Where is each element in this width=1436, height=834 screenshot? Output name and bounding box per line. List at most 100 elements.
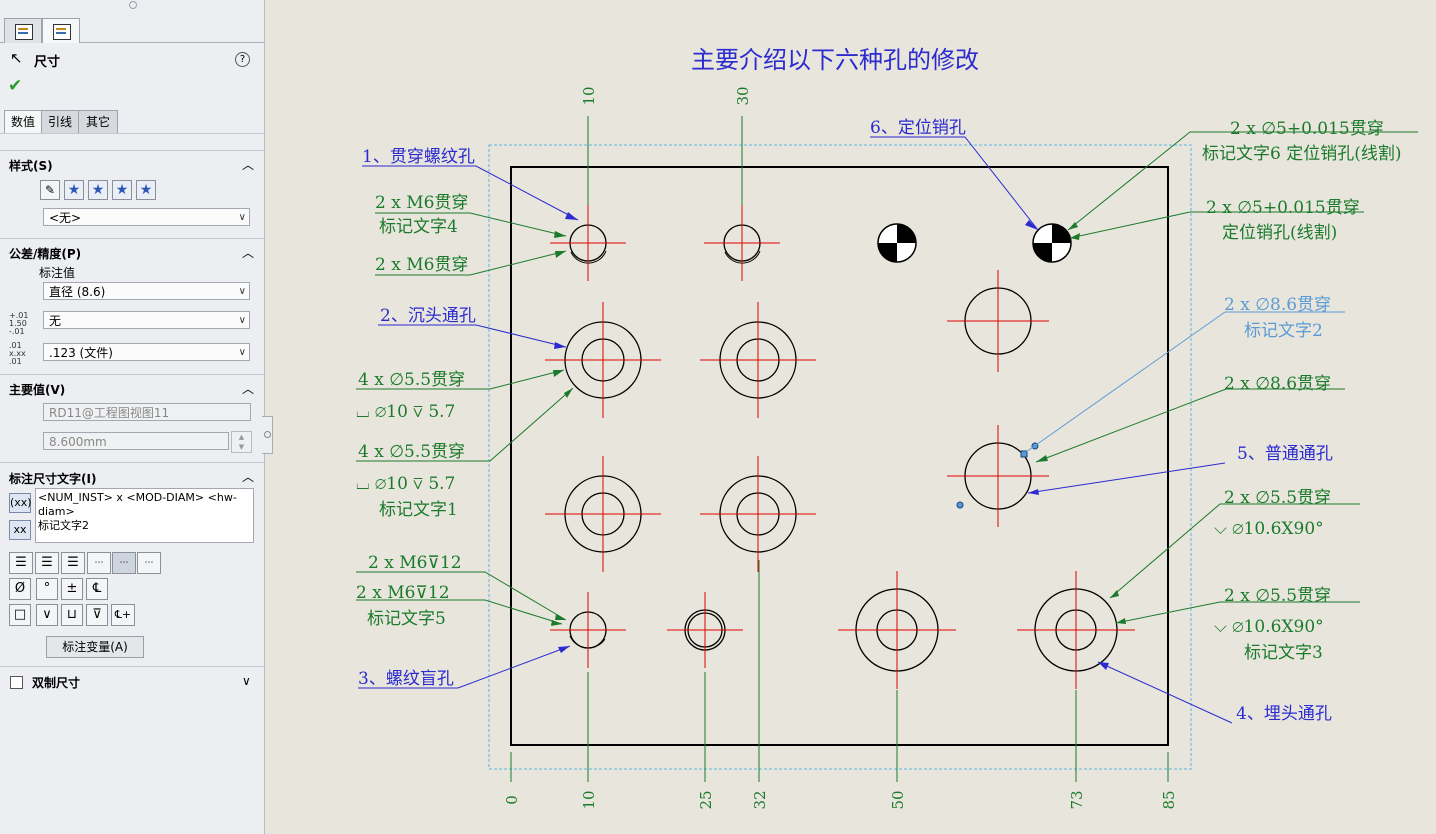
square-symbol-button[interactable]: □	[9, 604, 31, 626]
ordinate-label[interactable]: 73	[1068, 790, 1086, 809]
hole-note[interactable]: 标记文字5	[367, 609, 446, 629]
style-section-title[interactable]: 样式(S)	[9, 159, 53, 173]
selected-leader[interactable]	[1025, 311, 1345, 453]
hole-note[interactable]: 2 x ∅5.5贯穿	[1224, 586, 1331, 606]
divider	[0, 666, 264, 667]
divider	[0, 462, 264, 463]
chevron-down-icon[interactable]: ∨	[242, 674, 251, 688]
reference-field-value: RD11@工程图视图11	[49, 406, 170, 420]
selected-hole-note[interactable]: 标记文字2	[1244, 321, 1323, 341]
hole-note[interactable]: 2 x M6贯穿	[375, 255, 468, 275]
ordinate-label[interactable]: 30	[734, 86, 752, 105]
tab-feature-manager[interactable]	[4, 18, 42, 43]
help-icon[interactable]: ?	[235, 52, 250, 67]
hole-note[interactable]: 2 x M6贯穿	[375, 193, 468, 213]
hole-note[interactable]: 标记文字3	[1244, 643, 1323, 663]
ordinate-label[interactable]: 0	[503, 795, 521, 805]
hole-note[interactable]: 标记文字1	[379, 500, 458, 520]
ordinate-label[interactable]: 32	[751, 790, 769, 809]
dowel-pin-symbol[interactable]	[1032, 223, 1072, 263]
hole-note[interactable]: 2 x M6⊽12	[368, 553, 462, 573]
tolerance-section-title[interactable]: 公差/精度(P)	[9, 247, 82, 261]
view-boundary	[488, 144, 1192, 770]
selected-hole-note[interactable]: 2 x ∅8.6贯穿	[1224, 295, 1331, 315]
dowel-pin-symbol[interactable]	[877, 223, 917, 263]
dual-dimension-checkbox[interactable]	[10, 676, 23, 689]
dual-dimension-label: 双制尺寸	[32, 676, 81, 690]
diameter-symbol-button[interactable]: Ø	[9, 578, 31, 600]
align-center-icon[interactable]: ☰	[35, 552, 59, 574]
ok-check-icon[interactable]: ✔	[8, 76, 23, 96]
counterbore-symbol-button[interactable]: ⊔	[61, 604, 83, 626]
hole-note[interactable]: 定位销孔(线割)	[1222, 223, 1337, 243]
callout-dowel-pin[interactable]: 6、定位销孔	[870, 118, 966, 138]
hole-note[interactable]: 标记文字4	[379, 217, 458, 237]
tab-property-manager[interactable]	[42, 18, 80, 43]
panel-collapse-handle[interactable]	[262, 416, 273, 454]
depth-symbol-button[interactable]: ⊽	[86, 604, 108, 626]
hole-note[interactable]: 4 x ∅5.5贯穿	[358, 370, 465, 390]
load-style-icon[interactable]	[136, 180, 156, 200]
ordinate-label[interactable]: 50	[889, 790, 907, 809]
chevron-up-icon[interactable]: ︿	[242, 382, 255, 396]
hole-note[interactable]: ⌵ ∅10.6X90°	[1214, 519, 1324, 539]
save-style-icon[interactable]	[112, 180, 132, 200]
hole-note[interactable]: ⌵ ∅10.6X90°	[1214, 617, 1324, 637]
chevron-up-icon[interactable]: ︿	[242, 246, 255, 260]
add-parentheses-icon[interactable]: (xx)	[9, 493, 32, 513]
chevron-up-icon[interactable]: ︿	[242, 470, 255, 484]
ordinate-label[interactable]: 85	[1160, 790, 1178, 809]
hole-note[interactable]: 2 x ∅5+0.015贯穿	[1206, 198, 1360, 218]
dimension-text-input[interactable]: <NUM_INST> x <MOD-DIAM> <hw-diam> 标记文字2	[35, 488, 254, 543]
dimension-text-section-title[interactable]: 标注尺寸文字(I)	[9, 472, 97, 486]
callout-counterbore[interactable]: 2、沉头通孔	[380, 306, 476, 326]
primary-value-section-title[interactable]: 主要值(V)	[9, 383, 66, 397]
ordinate-label[interactable]: 25	[697, 790, 715, 809]
precision-dropdown[interactable]: .123 (文件)∨	[43, 343, 250, 361]
justify-bottom-icon[interactable]: ⋯	[137, 552, 161, 574]
delete-style-icon[interactable]	[88, 180, 108, 200]
add-style-icon[interactable]	[64, 180, 84, 200]
plus-minus-symbol-button[interactable]: ±	[61, 578, 83, 600]
chevron-up-icon[interactable]: ︿	[242, 158, 255, 172]
ordinate-label[interactable]: 10	[580, 86, 598, 105]
justify-top-icon[interactable]: ⋯	[87, 552, 111, 574]
callout-blind-thread[interactable]: 3、螺纹盲孔	[358, 669, 454, 689]
tolerance-dropdown[interactable]: 无∨	[43, 311, 250, 329]
tolerance-type-dropdown[interactable]: 直径 (8.6)∨	[43, 282, 250, 300]
callout-countersink[interactable]: 4、埋头通孔	[1236, 704, 1332, 724]
callout-thread-through[interactable]: 1、贯穿螺纹孔	[362, 147, 475, 167]
dimension-variables-button[interactable]: 标注变量(A)	[46, 636, 144, 658]
hole-note[interactable]: ⌴ ∅10 ⊽ 5.7	[356, 402, 455, 422]
center-marks	[545, 205, 1135, 689]
hole-note[interactable]: 4 x ∅5.5贯穿	[358, 442, 465, 462]
selection-handle[interactable]	[956, 501, 964, 509]
hole-note[interactable]: 2 x ∅5.5贯穿	[1224, 488, 1331, 508]
centerline-symbol-button[interactable]: ℄	[86, 578, 108, 600]
tab-value[interactable]: 数值	[4, 110, 42, 134]
hole-note[interactable]: ⌴ ∅10 ⊽ 5.7	[356, 474, 455, 494]
hole-note[interactable]: 2 x ∅5+0.015贯穿	[1230, 119, 1384, 139]
hole-note[interactable]: 标记文字6 定位销孔(线割)	[1202, 144, 1401, 164]
tab-leaders[interactable]: 引线	[41, 110, 79, 134]
panel-grip-icon[interactable]	[129, 1, 137, 9]
justify-middle-icon[interactable]: ⋯	[112, 552, 136, 574]
hole-note[interactable]: 2 x M6⊽12	[356, 583, 450, 603]
plate-outline[interactable]	[510, 166, 1169, 746]
inspection-dimension-icon[interactable]: xx	[9, 520, 31, 540]
tab-other[interactable]: 其它	[78, 110, 118, 134]
style-dropdown[interactable]: <无>∨	[43, 208, 250, 226]
hole-note[interactable]: 2 x ∅8.6贯穿	[1224, 374, 1331, 394]
selection-handle[interactable]	[1020, 450, 1028, 458]
apply-style-button[interactable]: ✎	[40, 180, 60, 200]
more-symbols-button[interactable]: ℄+	[111, 604, 135, 626]
property-manager-panel: ↖ 尺寸 ? ✔ 数值 引线 其它 样式(S) ︿ ✎ <无>∨ 公差/精度(P…	[0, 0, 265, 834]
align-left-icon[interactable]: ☰	[9, 552, 33, 574]
ordinate-label[interactable]: 10	[580, 790, 598, 809]
countersink-symbol-button[interactable]: ∨	[36, 604, 58, 626]
align-right-icon[interactable]: ☰	[61, 552, 85, 574]
callout-plain-through[interactable]: 5、普通通孔	[1237, 444, 1333, 464]
drawing-canvas[interactable]: 主要介绍以下六种孔的修改 10 30 0 10 25 32 50 73 85	[265, 0, 1436, 834]
degree-symbol-button[interactable]: °	[36, 578, 58, 600]
